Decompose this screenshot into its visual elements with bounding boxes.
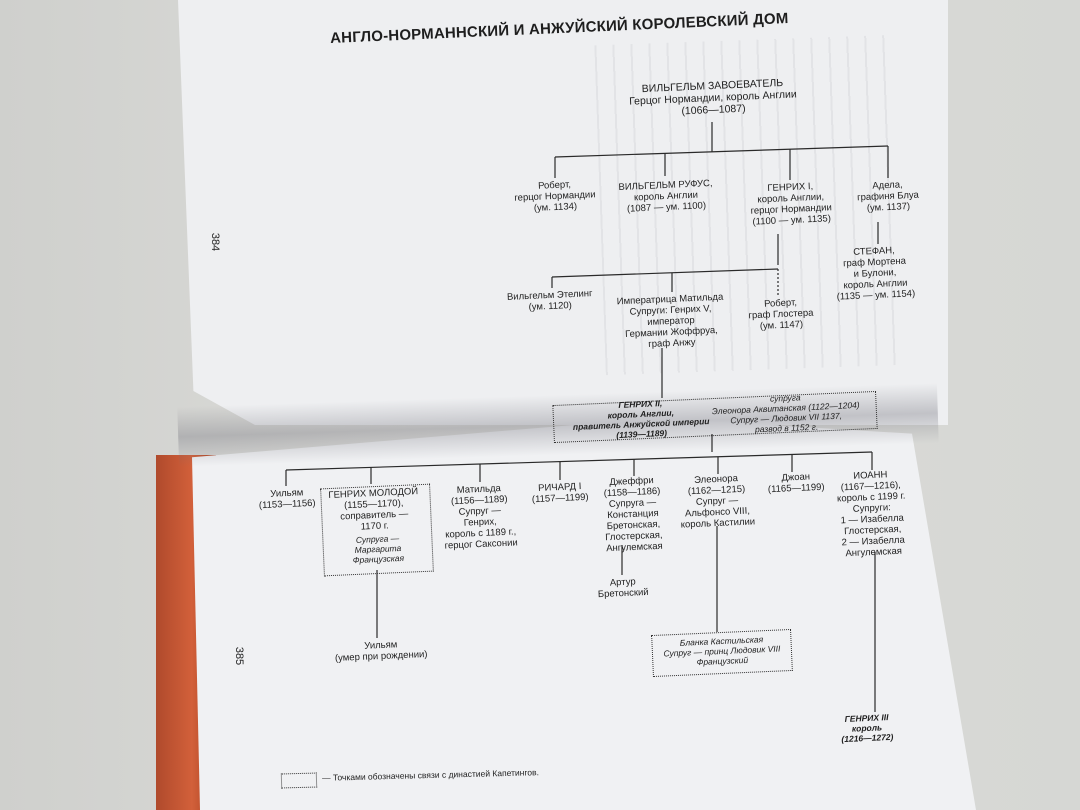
line-gen2-bar — [554, 145, 889, 158]
node-henry1: ГЕНРИХ I, король Англии, герцог Норманди… — [750, 181, 833, 228]
page-number-right: 385 — [233, 646, 246, 666]
node-robert: Роберт, герцог Нормандии (ум. 1134) — [514, 179, 596, 214]
node-matilda-empress: Императрица Матильда Супруги: Генрих V, … — [616, 291, 724, 351]
node-henry-young: ГЕНРИХ МОЛОДОЙ (1155—1170), соправитель … — [328, 486, 419, 533]
node-william-rufus: ВИЛЬГЕЛЬМ РУФУС, король Англии (1087 — у… — [618, 177, 713, 215]
node-stephen: СТЕФАН, граф Мортена и Булони, король Ан… — [836, 245, 916, 303]
node-geoffrey: Джеффри (1158—1186) Супруга — Констанция… — [603, 475, 663, 555]
page-number-left: 384 — [209, 232, 222, 252]
legend-dotted-box — [280, 772, 318, 789]
node-henry2-spouse: супруга Элеонора Аквитанская (1122—1204)… — [711, 392, 860, 434]
node-adela: Адела, графиня Блуа (ум. 1137) — [856, 179, 920, 214]
node-henry2: ГЕНРИХ II, король Англии, правитель Анжу… — [572, 398, 710, 440]
line-gen3-bar — [551, 268, 779, 278]
node-henry-young-spouse: Супруга — Маргарита Французская — [352, 533, 405, 565]
node-blanca: Бланка Кастильская Супруг — принц Людови… — [651, 628, 793, 678]
page-bottom — [192, 418, 976, 810]
node-john: ИОАНН (1167—1216), король с 1199 г. Супр… — [836, 469, 906, 560]
node-richard1: РИЧАРД I (1157—1199) — [531, 481, 589, 506]
line-gen5-bar — [285, 451, 873, 471]
node-william-aetheling: Вильгельм Этелинг (ум. 1120) — [506, 288, 593, 313]
page-top — [178, 0, 948, 425]
node-eleanor: Элеонора (1162—1215) Супруг — Альфонсо V… — [680, 473, 756, 531]
node-henry3: ГЕНРИХ III король (1216—1272) — [841, 712, 894, 744]
node-arthur: Артур Бретонский — [597, 576, 649, 601]
node-robert-gloucester: Роберт, граф Глостера (ум. 1147) — [748, 297, 814, 332]
node-william-stillborn: Уильям (умер при рождении) — [334, 639, 428, 665]
node-william-1153: Уильям (1153—1156) — [258, 487, 316, 512]
node-matilda-1156: Матильда (1156—1189) Супруг — Генрих, ко… — [444, 483, 518, 552]
